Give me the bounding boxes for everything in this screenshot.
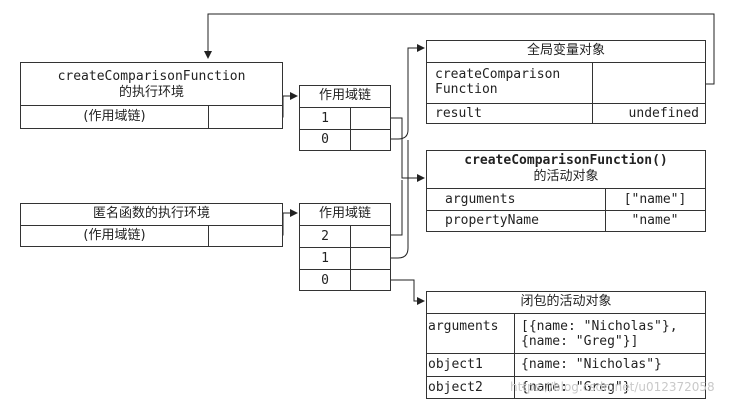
anon-context-title: 匿名函数的执行环境 bbox=[92, 206, 210, 221]
ccf-context-title-line1: createComparisonFunction bbox=[57, 69, 246, 84]
ccf-activation-object: createComparisonFunction() 的活动对象 argumen… bbox=[426, 150, 706, 232]
closure-key-arguments: arguments bbox=[428, 319, 499, 334]
ccf-activation-key-arguments: arguments bbox=[445, 192, 516, 207]
closure-value-arguments: [{name: "Nicholas"}, {name: "Greg"}] bbox=[521, 319, 678, 349]
scope-chain-2-index-2: 2 bbox=[321, 229, 329, 244]
scope-chain-1-index-1: 1 bbox=[321, 111, 329, 126]
ccf-activation-key-propertyname: propertyName bbox=[445, 213, 539, 228]
closure-key-object1: object1 bbox=[428, 357, 483, 372]
closure-value-object1: {name: "Nicholas"} bbox=[521, 357, 662, 372]
scope-chain-2-index-1: 1 bbox=[321, 251, 329, 266]
ccf-activation-value-propertyname: "name" bbox=[631, 213, 679, 228]
closure-activation-object: 闭包的活动对象 arguments [{name: "Nicholas"}, {… bbox=[426, 291, 706, 399]
scope-chain-2-index-0: 0 bbox=[321, 273, 329, 288]
scope-chain-1-index-0: 0 bbox=[321, 132, 329, 147]
closure-key-object2: object2 bbox=[428, 380, 483, 395]
ccf-activation-title-line1: createComparisonFunction() bbox=[464, 153, 668, 168]
ccf-context-scope-label: (作用域链) bbox=[83, 109, 146, 124]
closure-value-object2: {name: "Greg"} bbox=[521, 380, 631, 395]
ccf-execution-context: createComparisonFunction 的执行环境 (作用域链) bbox=[20, 62, 283, 129]
scope-chain-1: 作用域链 1 0 bbox=[299, 85, 391, 151]
anon-execution-context: 匿名函数的执行环境 (作用域链) bbox=[20, 203, 283, 247]
watermark: https://blog.csdn.net/u012372058 bbox=[510, 380, 715, 394]
ccf-activation-value-arguments: ["name"] bbox=[623, 192, 687, 207]
ccf-activation-title-line2: 的活动对象 bbox=[533, 169, 599, 184]
anon-context-scope-label: (作用域链) bbox=[83, 228, 146, 243]
global-row-key-ccf: createComparison Function bbox=[435, 67, 561, 97]
scope-chain-2-title: 作用域链 bbox=[318, 206, 371, 221]
global-row-value-result: undefined bbox=[628, 106, 699, 121]
global-variable-object: 全局变量对象 createComparison Function result … bbox=[426, 40, 706, 124]
closure-activation-title: 闭包的活动对象 bbox=[520, 294, 612, 309]
ccf-context-title-line2: 的执行环境 bbox=[118, 85, 184, 100]
global-object-title: 全局变量对象 bbox=[526, 43, 605, 58]
scope-chain-2: 作用域链 2 1 0 bbox=[299, 203, 391, 291]
scope-chain-1-title: 作用域链 bbox=[318, 88, 371, 103]
global-row-key-result: result bbox=[435, 106, 482, 121]
